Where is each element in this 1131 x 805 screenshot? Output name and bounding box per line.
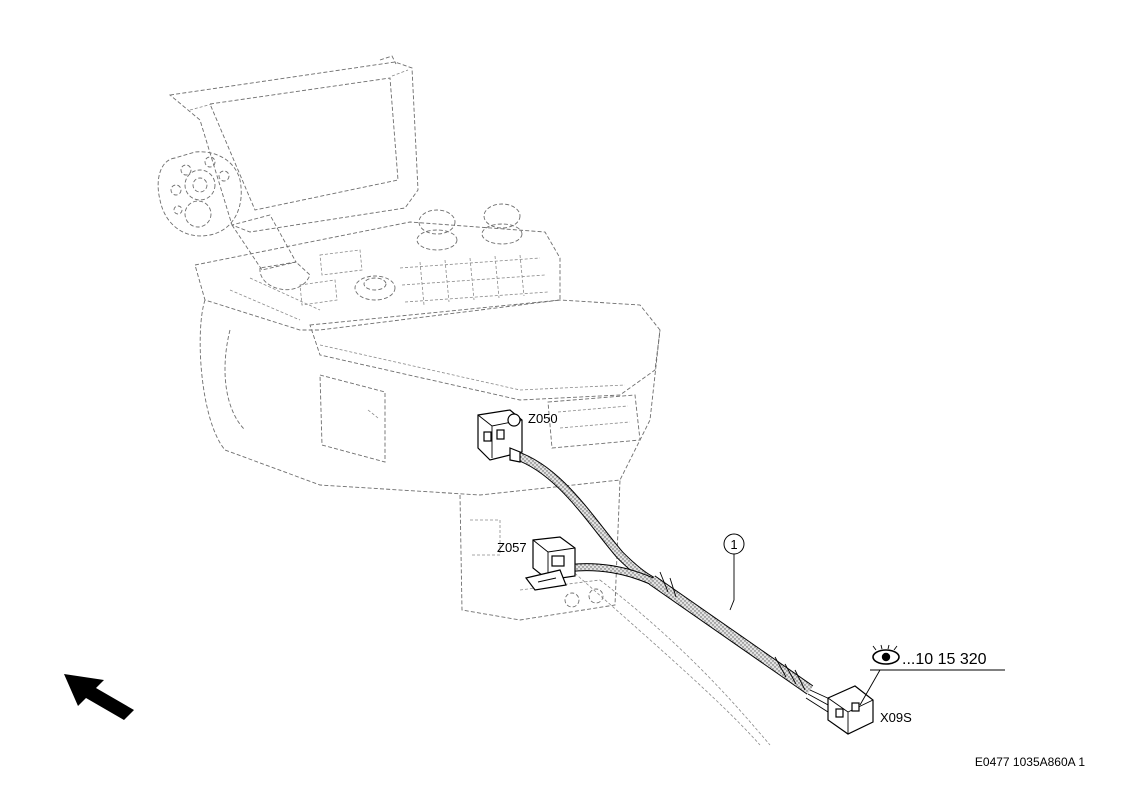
reference-text: ...10 15 320 xyxy=(902,651,987,668)
figure-code: E0477 1035A860A 1 xyxy=(975,755,1085,769)
connector-z050 xyxy=(477,409,523,463)
item-number: 1 xyxy=(730,537,737,552)
label-z050: Z050 xyxy=(528,411,558,426)
eye-icon xyxy=(872,644,900,665)
label-z057: Z057 xyxy=(497,540,527,555)
wiring-harness xyxy=(513,450,833,713)
connector-x09s xyxy=(827,685,874,735)
label-x09s: X09S xyxy=(880,710,912,725)
item-callout: 1 xyxy=(723,533,745,611)
console-ghost xyxy=(157,55,771,746)
direction-arrow-icon xyxy=(64,674,134,720)
reference-callout: ...10 15 320 xyxy=(859,644,1005,706)
connector-z057 xyxy=(524,536,576,591)
